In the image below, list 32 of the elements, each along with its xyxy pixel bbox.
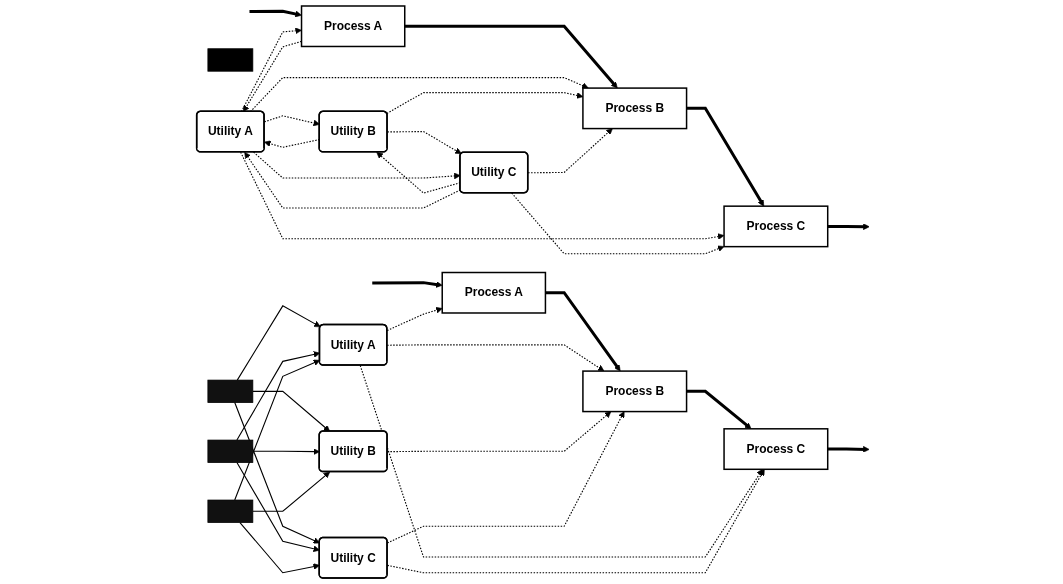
arrow [249, 77, 589, 113]
node-box: Process C [723, 428, 829, 471]
arrow [372, 281, 443, 288]
node-box: Process B [582, 87, 688, 130]
arrow [386, 307, 443, 332]
arrow [252, 471, 331, 512]
node-box [207, 48, 254, 72]
arrow [827, 223, 870, 230]
arrow [252, 448, 320, 455]
node-box: Process B [582, 370, 688, 413]
node-box: Process C [723, 205, 829, 248]
node-box [207, 379, 254, 403]
node-box: Process A [300, 5, 406, 48]
arrow [686, 389, 752, 430]
arrow [686, 106, 765, 207]
arrow [404, 24, 618, 89]
arrow [244, 151, 461, 209]
arrow [240, 27, 302, 113]
arrow [827, 446, 870, 453]
arrow [234, 359, 321, 501]
arrow [240, 151, 725, 240]
arrow [234, 402, 320, 544]
arrow [252, 390, 331, 432]
arrow [511, 192, 725, 255]
node-box: Process A [441, 271, 547, 314]
arrow [236, 462, 320, 552]
arrow [249, 9, 302, 18]
arrow [239, 521, 320, 574]
node-box [207, 439, 254, 463]
arrow [545, 291, 621, 372]
arrow [236, 305, 321, 381]
node-box [207, 499, 254, 523]
